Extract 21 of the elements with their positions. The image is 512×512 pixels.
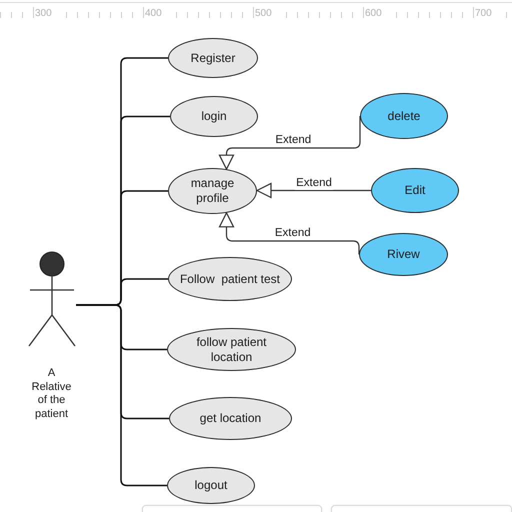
ruler-number: 700 [475,8,492,19]
ruler-number: 500 [255,8,272,19]
extend-arrow [218,212,360,254]
use-case-ellipse: Rivew [359,233,448,276]
use-case-ellipse: Register [168,38,258,78]
use-case-ellipse: Follow patient test [168,257,292,301]
edge-label: Extend [295,176,333,190]
association-line [76,304,167,486]
use-case-ellipse: Edit [371,168,459,213]
use-case-ellipse: manage profile [168,168,257,214]
use-case-ellipse: get location [169,397,292,440]
use-case-ellipse: login [170,96,258,137]
use-case-ellipse: delete [360,93,448,139]
extend-arrow [218,116,361,170]
extend-arrow [256,182,371,198]
ruler-number: 400 [145,8,162,19]
actor-label: A Relative of the patient [30,367,72,421]
use-case-ellipse: follow patient location [167,328,296,371]
ruler-number: 300 [35,8,52,19]
ruler-number: 600 [365,8,382,19]
use-case-ellipse: logout [167,467,255,504]
